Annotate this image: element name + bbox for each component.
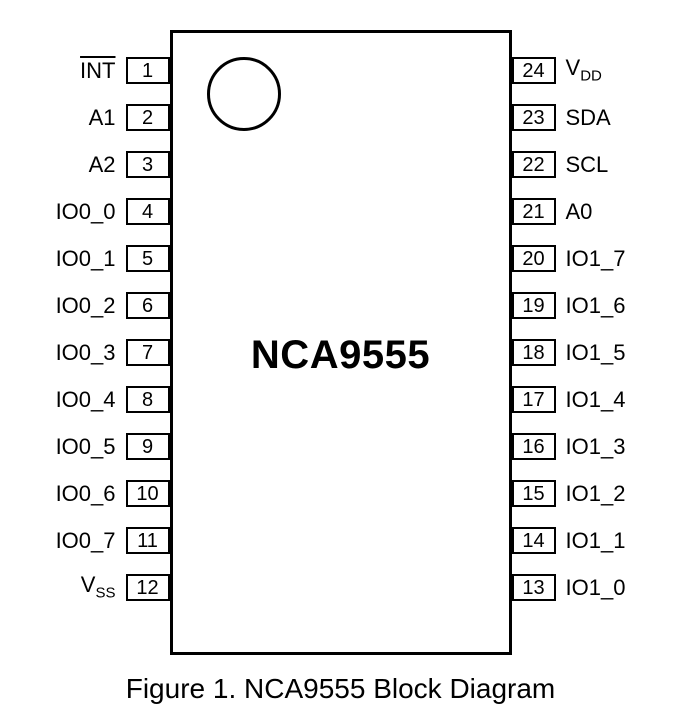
pin-row-left-12: VSS 12 bbox=[81, 574, 170, 601]
pin-number-box: 22 bbox=[511, 151, 556, 178]
pin-number-box: 9 bbox=[125, 433, 170, 460]
pin-column-right: 24 VDD 23 SDA 22 SCL 21 A0 20 IO1_7 19 IO1_6 18 IO1_5… bbox=[511, 30, 662, 601]
pin-row-right-24: 24 VDD bbox=[511, 55, 602, 85]
pin-label: IO1_0 bbox=[565, 574, 626, 600]
pin-label: SDA bbox=[565, 104, 611, 130]
pin-number-box: 23 bbox=[511, 104, 556, 131]
pin-label: INT bbox=[80, 57, 116, 83]
pin1-indicator-circle bbox=[206, 57, 281, 131]
pin-label: IO1_4 bbox=[565, 386, 626, 412]
pin-row-left-8: IO0_4 8 bbox=[56, 386, 170, 413]
pin-row-right-13: 13 IO1_0 bbox=[511, 574, 626, 601]
pin-label: IO0_2 bbox=[55, 292, 116, 318]
pin-label: IO0_0 bbox=[55, 198, 116, 224]
pin-number-box: 24 bbox=[511, 57, 556, 84]
pin-row-right-22: 22 SCL bbox=[511, 151, 609, 178]
pin-label: IO1_7 bbox=[565, 245, 626, 271]
pin-label: IO1_1 bbox=[565, 527, 626, 553]
pin-row-right-19: 19 IO1_6 bbox=[511, 292, 626, 319]
pin-label: IO0_1 bbox=[55, 245, 116, 271]
pin-label: A2 bbox=[88, 151, 116, 177]
pin-row-right-21: 21 A0 bbox=[511, 198, 593, 225]
pin-row-left-4: IO0_0 4 bbox=[56, 198, 170, 225]
pin-label: IO1_6 bbox=[565, 292, 626, 318]
pin-number-box: 16 bbox=[511, 433, 556, 460]
pin-row-right-20: 20 IO1_7 bbox=[511, 245, 626, 272]
pin-number-box: 19 bbox=[511, 292, 556, 319]
pin-number-box: 12 bbox=[125, 574, 170, 601]
pin-number-box: 7 bbox=[125, 339, 170, 366]
pin-row-right-17: 17 IO1_4 bbox=[511, 386, 626, 413]
pin-row-left-3: A2 3 bbox=[89, 151, 170, 178]
pin-number-box: 2 bbox=[125, 104, 170, 131]
ic-body: NCA9555 bbox=[169, 30, 512, 655]
pin-row-right-18: 18 IO1_5 bbox=[511, 339, 626, 366]
pin-number-box: 17 bbox=[511, 386, 556, 413]
pin-number-box: 18 bbox=[511, 339, 556, 366]
pin-number-box: 11 bbox=[125, 527, 170, 554]
pin-number-box: 14 bbox=[511, 527, 556, 554]
pin-row-right-14: 14 IO1_1 bbox=[511, 527, 626, 554]
pin-label: VDD bbox=[565, 55, 602, 85]
pin-number-box: 5 bbox=[125, 245, 170, 272]
pin-number-box: 3 bbox=[125, 151, 170, 178]
pin-row-left-7: IO0_3 7 bbox=[56, 339, 170, 366]
pin-number-box: 13 bbox=[511, 574, 556, 601]
pin-label: A0 bbox=[565, 198, 593, 224]
pin-label: IO1_2 bbox=[565, 480, 626, 506]
pin-row-right-15: 15 IO1_2 bbox=[511, 480, 626, 507]
figure-caption: Figure 1. NCA9555 Block Diagram bbox=[125, 673, 556, 704]
pin-number-box: 20 bbox=[511, 245, 556, 272]
pin-label: SCL bbox=[565, 151, 609, 177]
pin-label: IO0_4 bbox=[55, 386, 116, 412]
pin-label: IO0_5 bbox=[55, 433, 116, 459]
pin-row-left-5: IO0_1 5 bbox=[56, 245, 170, 272]
pin-row-left-11: IO0_7 11 bbox=[56, 527, 170, 554]
pin-row-left-2: A1 2 bbox=[89, 104, 170, 131]
pin-label: IO1_3 bbox=[565, 433, 626, 459]
pin-number-box: 15 bbox=[511, 480, 556, 507]
pin-row-left-9: IO0_5 9 bbox=[56, 433, 170, 460]
pin-label: A1 bbox=[88, 104, 116, 130]
pin-number-box: 4 bbox=[125, 198, 170, 225]
chip-title: NCA9555 bbox=[250, 333, 431, 377]
pin-row-right-23: 23 SDA bbox=[511, 104, 611, 131]
pin-row-right-16: 16 IO1_3 bbox=[511, 433, 626, 460]
pin-label: IO0_3 bbox=[55, 339, 116, 365]
pin-row-left-10: IO0_6 10 bbox=[56, 480, 170, 507]
pin-row-left-6: IO0_2 6 bbox=[56, 292, 170, 319]
pin-label: VSS bbox=[80, 572, 116, 602]
pin-label: IO0_6 bbox=[55, 480, 116, 506]
pin-label: IO1_5 bbox=[565, 339, 626, 365]
pin-number-box: 21 bbox=[511, 198, 556, 225]
pin-number-box: 1 bbox=[125, 57, 170, 84]
pin-number-box: 10 bbox=[125, 480, 170, 507]
pin-row-left-1: INT 1 bbox=[80, 57, 170, 84]
pin-number-box: 6 bbox=[125, 292, 170, 319]
pin-label: IO0_7 bbox=[55, 527, 116, 553]
pin-number-box: 8 bbox=[125, 386, 170, 413]
